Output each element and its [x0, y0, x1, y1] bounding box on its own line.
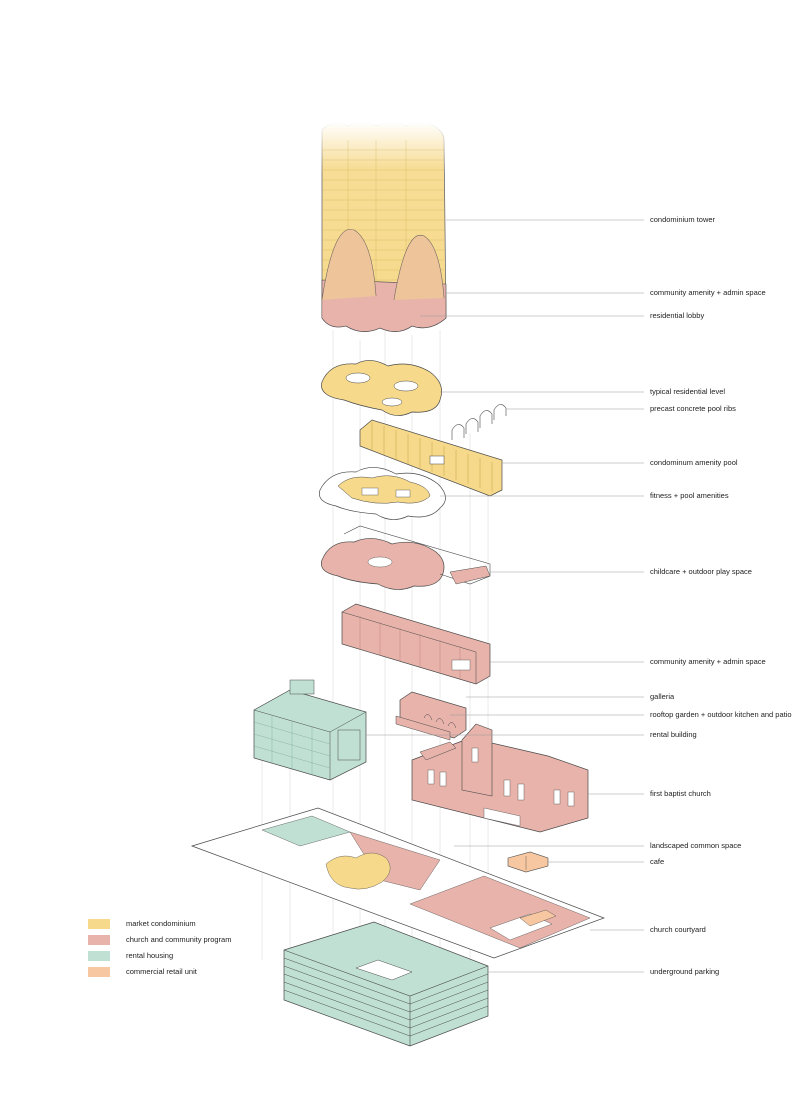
- legend-swatch: [88, 951, 110, 961]
- legend-label: church and community program: [126, 935, 232, 944]
- callout-galleria: galleria: [650, 692, 675, 701]
- legend-swatch: [88, 935, 110, 945]
- callout-landscaped-common-space: landscaped common space: [650, 841, 742, 850]
- condominium-tower: [321, 121, 447, 332]
- callout-first-baptist-church: first baptist church: [650, 789, 711, 798]
- callout-rental-building: rental building: [650, 730, 697, 739]
- callout-fitness-pool-amenities: fitness + pool amenities: [650, 491, 729, 500]
- callout-community-amenity-admin-upper: community amenity + admin space: [650, 288, 766, 297]
- typical-residential-level: [321, 360, 442, 416]
- first-baptist-church: [411, 723, 589, 833]
- legend-label: commercial retail unit: [126, 967, 197, 976]
- legend-label: market condominium: [126, 919, 196, 928]
- fitness-pool-amenities: [319, 467, 446, 520]
- callout-condominium-amenity-pool: condominum amenity pool: [650, 458, 738, 467]
- condominium-amenity-pool: [359, 419, 503, 497]
- galleria: [395, 691, 467, 741]
- callout-residential-lobby: residential lobby: [650, 311, 705, 320]
- callout-childcare-play-space: childcare + outdoor play space: [650, 567, 752, 576]
- callout-community-amenity-admin-lower: community amenity + admin space: [650, 657, 766, 666]
- callout-condominium-tower: condominium tower: [650, 215, 716, 224]
- callout-cafe: cafe: [650, 857, 665, 866]
- callout-typical-residential-level: typical residential level: [650, 387, 726, 396]
- callout-church-courtyard: church courtyard: [650, 925, 706, 934]
- rental-building: [253, 679, 367, 781]
- childcare-play-space: [321, 525, 491, 590]
- leader-lines: [366, 219, 644, 973]
- site-plate: [190, 807, 605, 959]
- underground-parking: [283, 921, 489, 1047]
- callout-underground-parking: underground parking: [650, 967, 720, 976]
- callout-precast-pool-ribs: precast concrete pool ribs: [650, 404, 736, 413]
- legend-swatch: [88, 967, 110, 977]
- community-amenity-admin-block: [341, 603, 491, 685]
- cafe: [507, 851, 549, 873]
- legend-label: rental housing: [126, 951, 174, 960]
- callout-rooftop-garden: rooftop garden + outdoor kitchen and pat…: [650, 710, 792, 719]
- legend-swatch: [88, 919, 110, 929]
- precast-pool-ribs: [451, 404, 507, 440]
